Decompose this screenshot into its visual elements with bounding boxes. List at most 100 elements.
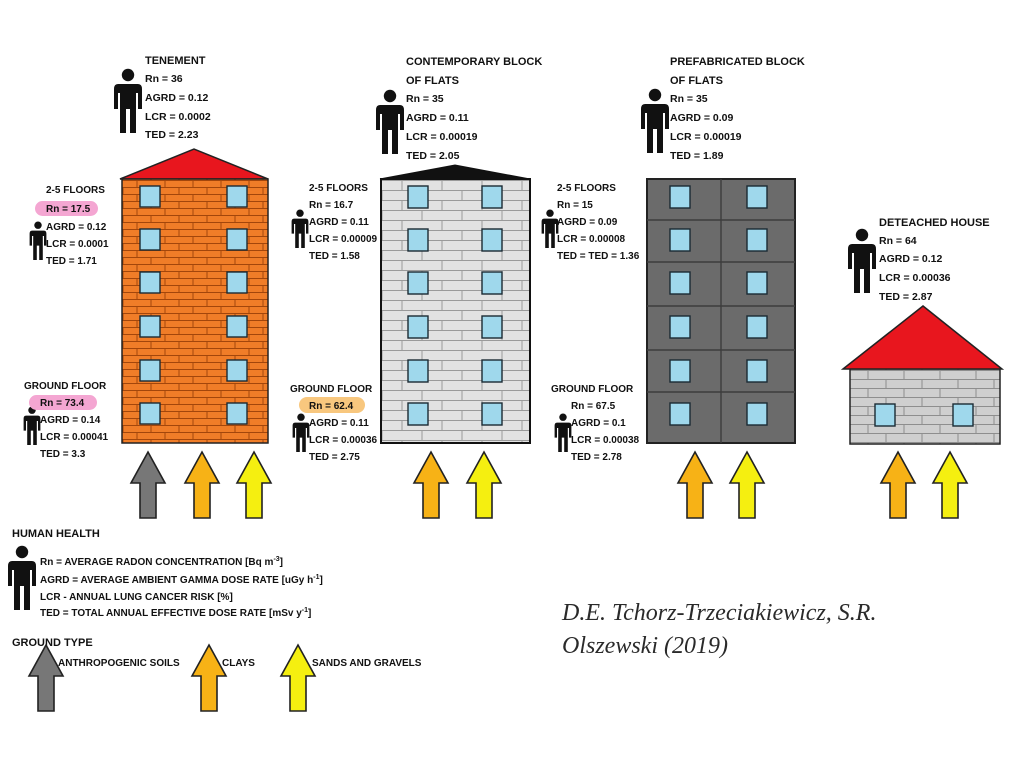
window bbox=[669, 315, 691, 339]
window bbox=[669, 402, 691, 426]
anthropogenic-soil-arrow-icon bbox=[130, 451, 166, 519]
contemporary-ground-stat: Rn = 62.4 bbox=[309, 401, 354, 412]
window bbox=[139, 228, 161, 251]
window bbox=[746, 228, 768, 252]
house-window bbox=[952, 403, 974, 427]
prefab-ground-stat: TED = 2.78 bbox=[571, 452, 622, 463]
contemporary-building bbox=[379, 164, 531, 444]
ground-arrows bbox=[130, 451, 968, 519]
tenement-ground-stat: TED = 3.3 bbox=[40, 449, 86, 460]
window bbox=[139, 359, 161, 382]
clay-arrow-icon bbox=[677, 451, 713, 519]
window bbox=[139, 271, 161, 294]
window bbox=[481, 402, 503, 426]
tenement-upper-stat: AGRD = 0.12 bbox=[46, 222, 107, 233]
house-title: DETEACHED HOUSE bbox=[879, 217, 990, 229]
tenement-stat: Rn = 36 bbox=[145, 73, 183, 85]
contemporary-ground-stat: AGRD = 0.11 bbox=[309, 418, 369, 429]
window bbox=[746, 271, 768, 295]
window bbox=[481, 315, 503, 339]
window bbox=[746, 359, 768, 383]
legend-definition: Rn = AVERAGE RADON CONCENTRATION [Bq m-3… bbox=[40, 556, 283, 568]
person-icon bbox=[554, 413, 572, 452]
tenement-roof bbox=[119, 148, 269, 180]
person-icon bbox=[291, 209, 309, 248]
prefabricated-building bbox=[646, 178, 796, 444]
contemporary-stat: LCR = 0.00019 bbox=[406, 131, 478, 143]
contemporary-ground-stat: LCR = 0.00036 bbox=[309, 435, 378, 446]
prefab-upper-stat: AGRD = 0.09 bbox=[557, 217, 618, 228]
contemporary-stat: Rn = 35 bbox=[406, 93, 444, 105]
tenement-wall bbox=[121, 178, 269, 444]
window bbox=[226, 315, 248, 338]
legend-definition: LCR - ANNUAL LUNG CANCER RISK [%] bbox=[40, 592, 233, 603]
clay-arrow-icon bbox=[880, 451, 916, 519]
contemporary-title: CONTEMPORARY BLOCK bbox=[406, 56, 542, 68]
prefab-title: OF FLATS bbox=[670, 75, 723, 87]
window bbox=[746, 402, 768, 426]
clay-arrow-icon bbox=[184, 451, 220, 519]
window bbox=[139, 315, 161, 338]
tenement-title: TENEMENT bbox=[145, 55, 206, 67]
tenement-upper-stat: TED = 1.71 bbox=[46, 256, 97, 267]
window bbox=[139, 185, 161, 208]
prefab-upper-stat: TED = TED = 1.36 bbox=[557, 251, 640, 262]
prefab-ground-stat: LCR = 0.00038 bbox=[571, 435, 640, 446]
house-stat: TED = 2.87 bbox=[879, 291, 933, 303]
tenement-ground-stat: AGRD = 0.14 bbox=[40, 415, 101, 426]
detached-house bbox=[840, 305, 1005, 445]
person-icon bbox=[376, 89, 404, 154]
window bbox=[746, 185, 768, 209]
sand-gravel-arrow-icon bbox=[729, 451, 765, 519]
contemporary-roof bbox=[379, 164, 531, 180]
window bbox=[481, 228, 503, 252]
prefab-ground-stat: Rn = 67.5 bbox=[571, 401, 616, 412]
prefab-ground-stat: AGRD = 0.1 bbox=[571, 418, 626, 429]
highlight-pill bbox=[299, 397, 365, 413]
tenement-upper-heading: 2-5 FLOORS bbox=[46, 185, 105, 196]
window bbox=[407, 359, 429, 383]
window bbox=[669, 359, 691, 383]
window bbox=[669, 228, 691, 252]
contemporary-ground-stat: TED = 2.75 bbox=[309, 452, 360, 463]
window bbox=[226, 185, 248, 208]
human-health-heading: HUMAN HEALTH bbox=[12, 528, 100, 540]
contemporary-upper-stat: AGRD = 0.11 bbox=[309, 217, 369, 228]
sand-gravel-arrow-icon bbox=[466, 451, 502, 519]
window bbox=[139, 402, 161, 425]
legend-definition: TED = TOTAL ANNUAL EFFECTIVE DOSE RATE [… bbox=[40, 607, 311, 619]
window bbox=[481, 185, 503, 209]
tenement-building bbox=[119, 148, 269, 444]
prefab-stat: LCR = 0.00019 bbox=[670, 131, 742, 143]
person-icon bbox=[23, 406, 41, 445]
person-icon bbox=[541, 209, 559, 248]
contemporary-stat: TED = 2.05 bbox=[406, 150, 460, 162]
person-icon bbox=[641, 88, 669, 153]
ground-type-heading: GROUND TYPE bbox=[12, 637, 93, 649]
window bbox=[407, 315, 429, 339]
prefab-upper-stat: Rn = 15 bbox=[557, 200, 593, 211]
highlight-pill bbox=[35, 201, 98, 216]
highlight-pill bbox=[29, 395, 97, 410]
person-icon bbox=[292, 413, 310, 452]
citation-line: D.E. Tchorz-Trzeciakiewicz, S.R. bbox=[562, 600, 877, 626]
window bbox=[226, 402, 248, 425]
sand-gravel-arrow-icon bbox=[236, 451, 272, 519]
legend-definition: AGRD = AVERAGE AMBIENT GAMMA DOSE RATE [… bbox=[40, 574, 323, 586]
window bbox=[407, 271, 429, 295]
contemporary-upper-stat: Rn = 16.7 bbox=[309, 200, 354, 211]
house-window bbox=[874, 403, 896, 427]
person-icon bbox=[29, 221, 47, 260]
sand-gravel-arrow-icon bbox=[932, 451, 968, 519]
window bbox=[407, 228, 429, 252]
prefab-stat: AGRD = 0.09 bbox=[670, 112, 733, 124]
clay-arrow-icon bbox=[413, 451, 449, 519]
house-stat: LCR = 0.00036 bbox=[879, 272, 951, 284]
contemporary-title: OF FLATS bbox=[406, 75, 459, 87]
ground-type-label: CLAYS bbox=[222, 658, 255, 669]
window bbox=[669, 185, 691, 209]
tenement-stat: LCR = 0.0002 bbox=[145, 111, 211, 123]
prefab-title: PREFABRICATED BLOCK bbox=[670, 56, 805, 68]
house-wall bbox=[849, 368, 1001, 445]
window bbox=[226, 271, 248, 294]
